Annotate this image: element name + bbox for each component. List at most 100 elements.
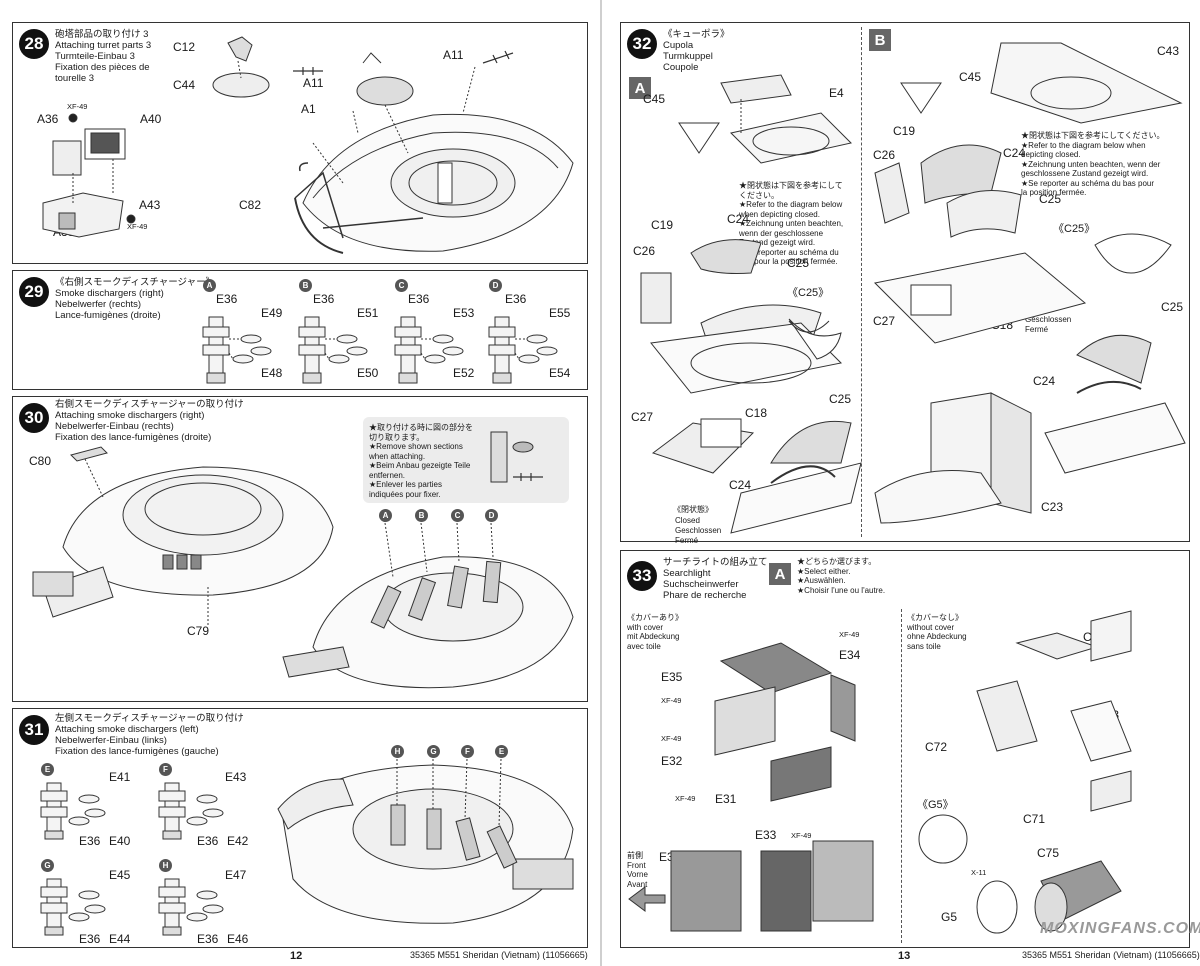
step-title-jp: 右側スモークディスチャージャーの取り付け: [55, 399, 244, 410]
step-29-panel: 29 《右側スモークディスチャージャー》 Smoke dischargers (…: [12, 270, 588, 390]
step-number: 29: [19, 277, 49, 307]
position-marker: A: [379, 509, 392, 522]
position-marker: F: [461, 745, 474, 758]
closed-en: Closed: [675, 516, 700, 525]
option-divider: [901, 609, 902, 943]
part-label: C27: [873, 314, 896, 328]
paint-label: XF-49: [67, 102, 88, 111]
part-label: C75: [1037, 846, 1060, 860]
part-label: C80: [29, 454, 52, 468]
step-title-en: Attaching smoke dischargers (left): [55, 724, 199, 735]
page-number-left: 12: [290, 950, 303, 962]
part-label: E50: [357, 366, 379, 380]
part-label: E36: [313, 292, 335, 306]
part-label: E42: [227, 834, 249, 848]
step-number: 31: [19, 715, 49, 745]
step-number: 30: [19, 403, 49, 433]
part-label: C26: [633, 244, 656, 258]
variant-marker: G: [41, 859, 54, 872]
part-label: C25: [829, 392, 852, 406]
part-label: E47: [225, 868, 247, 882]
step-31-panel: 31 左側スモークディスチャージャーの取り付け Attaching smoke …: [12, 708, 588, 948]
step-title-fr: Fixation des pièces de tourelle 3: [55, 62, 150, 84]
part-label: E54: [549, 366, 571, 380]
turret-right-illustration: [32, 431, 574, 689]
part-label: E41: [109, 770, 131, 784]
part-label: C79: [187, 624, 210, 638]
paint-label: XF-49: [839, 630, 860, 639]
part-label: C25: [1039, 192, 1062, 206]
variant-marker: C: [395, 279, 408, 292]
variant-marker: F: [159, 763, 172, 776]
paint-label: XF-49: [675, 794, 696, 803]
part-label: E51: [357, 306, 379, 320]
variant-marker: A: [203, 279, 216, 292]
paint-label: X-11: [971, 868, 987, 877]
part-label: E36: [79, 834, 101, 848]
step-title-jp: 砲塔部品の取り付け 3: [55, 29, 149, 40]
closed-de: Geschlossen: [675, 526, 722, 535]
part-label: E40: [109, 834, 131, 848]
closed-fr: Fermé: [1025, 325, 1049, 334]
page-number-right: 13: [898, 950, 911, 962]
with-cover-label: 《カバーあり》 with cover mit Abdeckung avec to…: [627, 613, 683, 651]
step-title-en: Searchlight: [663, 568, 711, 579]
step-title-jp: 左側スモークディスチャージャーの取り付け: [55, 713, 244, 724]
part-label: E36: [408, 292, 430, 306]
part-label: E33: [755, 828, 777, 842]
part-label: E35: [661, 670, 683, 684]
step-title-fr: Coupole: [663, 62, 699, 73]
step-33-panel: 33 サーチライトの組み立て Searchlight Suchscheinwer…: [620, 550, 1190, 948]
part-label: E45: [109, 868, 131, 882]
step-number: 32: [627, 29, 657, 59]
step-title-jp: 《キューポラ》: [663, 29, 730, 40]
step-title-de: Nebelwerfer (rechts): [55, 299, 142, 310]
closed-de: Geschlossen: [1025, 315, 1072, 324]
option-divider: [861, 27, 862, 537]
step-number: 33: [627, 561, 657, 591]
step-title-jp: サーチライトの組み立て: [663, 557, 768, 568]
part-label: C12: [173, 40, 196, 54]
part-label: G5: [941, 910, 958, 924]
option-a-box: A: [629, 77, 651, 99]
part-label: C24: [727, 212, 750, 226]
part-label: E49: [261, 306, 283, 320]
part-label: E46: [227, 932, 249, 946]
part-label: E44: [109, 932, 131, 946]
variant-marker: H: [159, 859, 172, 872]
part-label: C24: [1033, 374, 1056, 388]
position-marker: C: [451, 509, 464, 522]
step-title-de: Suchscheinwerfer: [663, 579, 739, 590]
part-label: C27: [631, 410, 654, 424]
paint-label: XF-49: [791, 831, 812, 840]
c25-detail-label: 《C25》: [1053, 223, 1096, 235]
c25-detail-label: 《C25》: [787, 287, 830, 299]
paint-label: XF-49: [661, 734, 682, 743]
select-note: ★どちらか選びます。 ★Select either. ★Auswählen. ★…: [797, 557, 886, 595]
part-label: C45: [959, 70, 982, 84]
step-title-fr: Fixation des lance-fumigènes (gauche): [55, 746, 219, 757]
part-label: E36: [79, 932, 101, 946]
step-title-de: Nebelwerfer-Einbau (links): [55, 735, 167, 746]
step-title-en: Attaching turret parts 3: [55, 40, 152, 51]
part-label: E4: [829, 86, 844, 100]
part-label: E31: [715, 792, 737, 806]
smoke-discharger-illustration: [202, 316, 558, 384]
position-marker: E: [495, 745, 508, 758]
part-label: C18: [745, 406, 768, 420]
page-gutter: [600, 0, 602, 966]
part-label: C45: [643, 92, 666, 106]
paint-label: XF-49: [661, 696, 682, 705]
part-label: A1: [301, 102, 316, 116]
position-marker: D: [485, 509, 498, 522]
position-marker: G: [427, 745, 440, 758]
part-label: C23: [1041, 500, 1064, 514]
step-title-de: Turmteile-Einbau 3: [55, 51, 135, 62]
step-title-en: Cupola: [663, 40, 694, 51]
part-label: E48: [261, 366, 283, 380]
turret-left-illustration: [40, 758, 574, 936]
part-label: E34: [839, 648, 861, 662]
step-title-de: Nebelwerfer-Einbau (rechts): [55, 421, 174, 432]
g5-detail-label: 《G5》: [917, 799, 954, 811]
part-label: C82: [239, 198, 262, 212]
